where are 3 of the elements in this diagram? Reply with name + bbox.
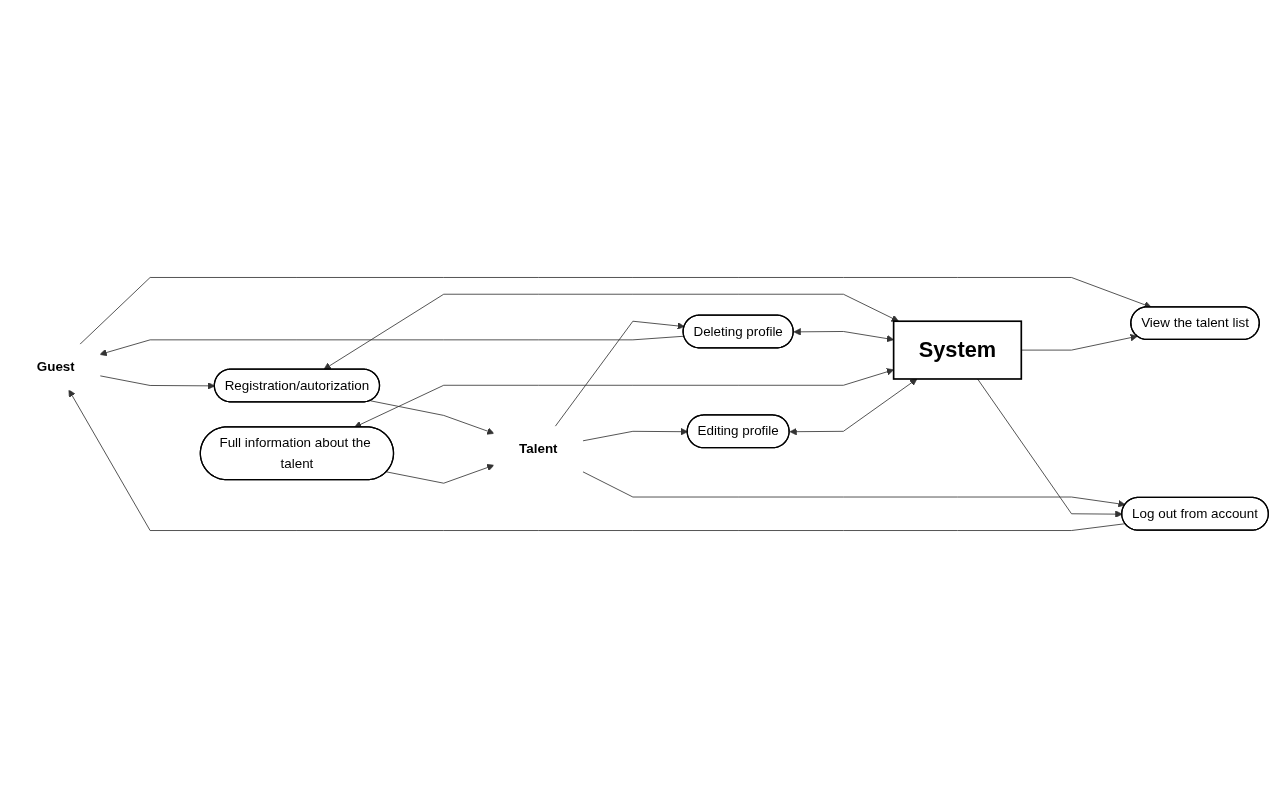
node-box: System — [892, 320, 1023, 380]
node-text: Talent — [519, 441, 558, 457]
node-text: Guest — [36, 359, 75, 374]
